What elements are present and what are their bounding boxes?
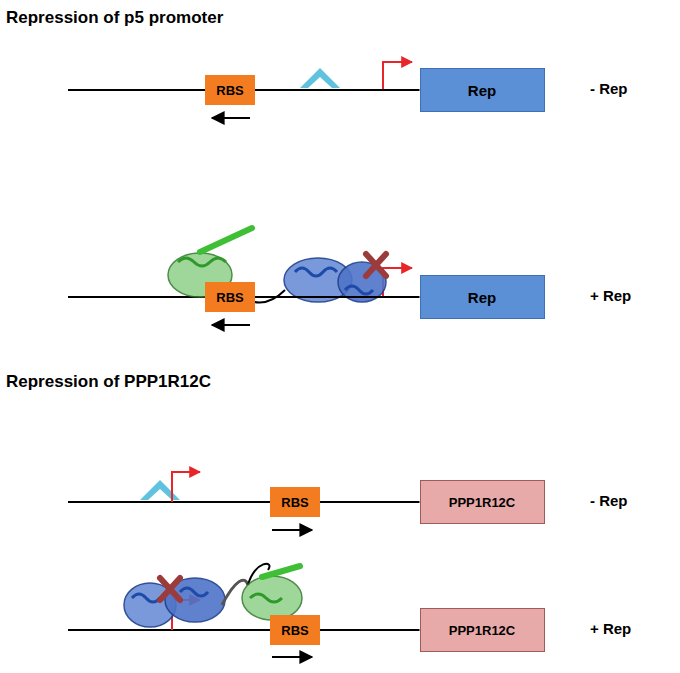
node-text: RBS xyxy=(216,290,243,305)
condition-label: + Rep xyxy=(590,287,631,304)
section-heading: Repression of p5 promoter xyxy=(6,8,223,28)
dna-line xyxy=(255,296,420,298)
rbs-box: RBS xyxy=(205,282,255,312)
section-heading: Repression of PPP1R12C xyxy=(6,372,211,392)
gene-box: Rep xyxy=(420,275,545,319)
gene-box: Rep xyxy=(420,68,545,112)
dna-line xyxy=(320,629,420,631)
dna-line xyxy=(320,501,420,503)
rep-protein xyxy=(168,228,386,303)
gene-box: PPP1R12C xyxy=(420,608,545,652)
block-mark xyxy=(160,578,180,600)
node-text: PPP1R12C xyxy=(449,495,515,510)
rbs-box: RBS xyxy=(270,487,320,517)
gene-box: PPP1R12C xyxy=(420,480,545,524)
node-text: PPP1R12C xyxy=(449,623,515,638)
dna-line xyxy=(255,89,420,91)
rbs-box: RBS xyxy=(205,75,255,105)
node-text: RBS xyxy=(216,83,243,98)
condition-label: - Rep xyxy=(590,80,628,97)
condition-label: - Rep xyxy=(590,492,628,509)
node-text: Rep xyxy=(468,289,496,306)
block-mark xyxy=(366,254,386,276)
node-text: Rep xyxy=(468,82,496,99)
dna-row xyxy=(68,228,412,325)
condition-label: + Rep xyxy=(590,620,631,637)
rbs-box: RBS xyxy=(270,615,320,645)
node-text: RBS xyxy=(281,623,308,638)
node-text: RBS xyxy=(281,495,308,510)
